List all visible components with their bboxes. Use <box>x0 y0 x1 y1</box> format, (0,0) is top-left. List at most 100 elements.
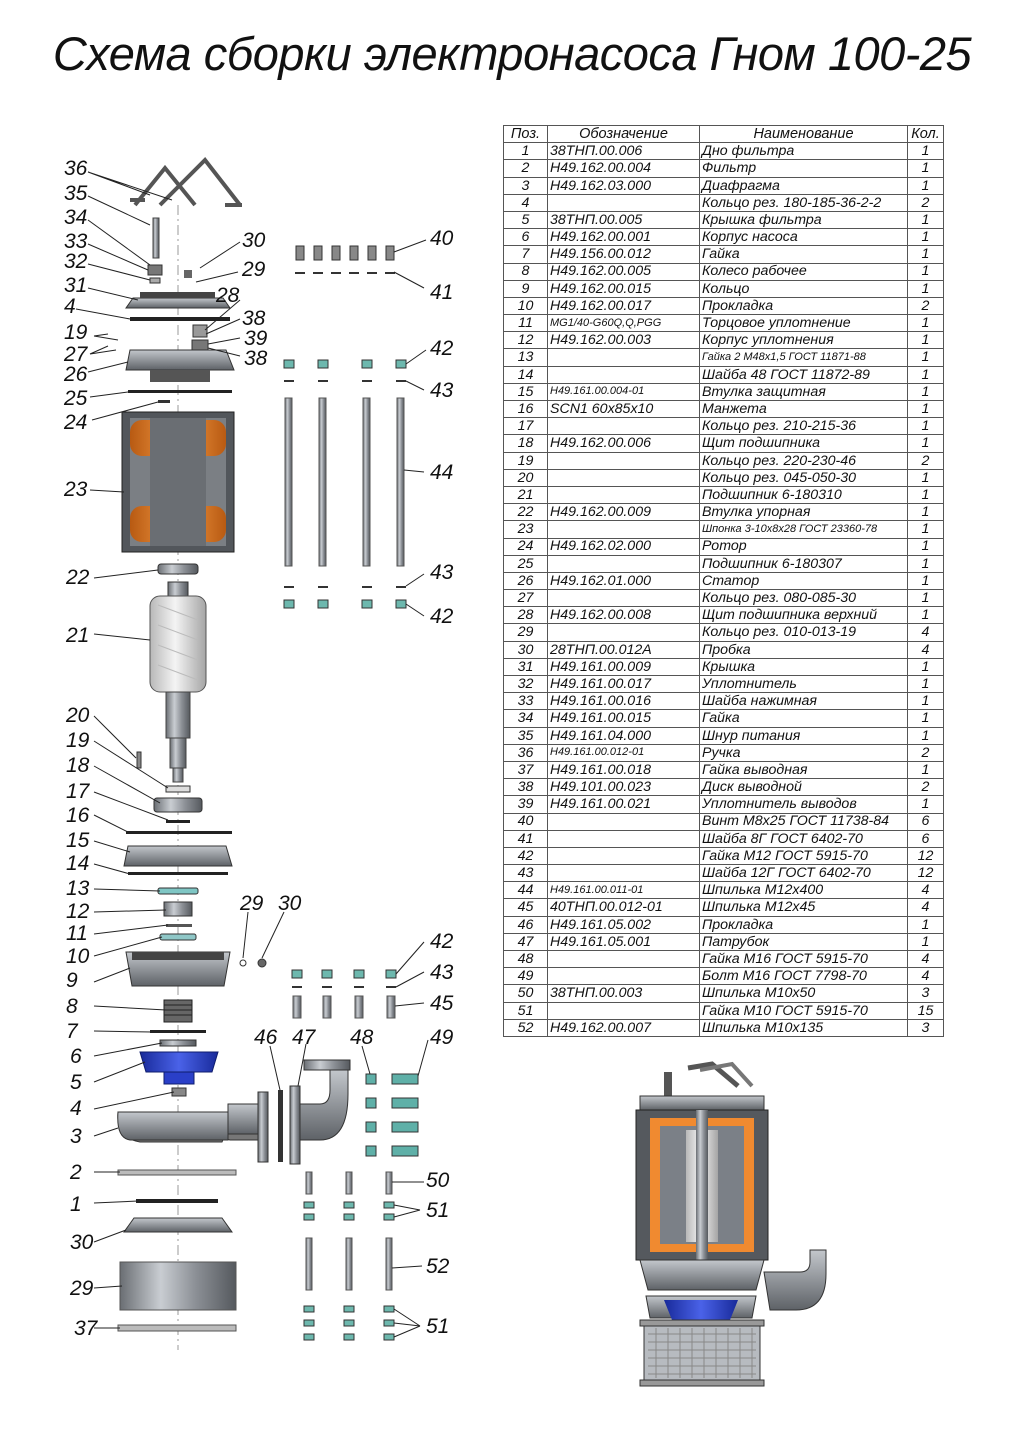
cell-name: Статор <box>699 571 908 591</box>
cell-qty: 4 <box>907 881 944 900</box>
cell-pos: 43 <box>503 864 548 883</box>
callout-4: 4 <box>64 295 76 318</box>
callout-36: 36 <box>64 157 88 180</box>
cell-designation <box>547 864 700 883</box>
bearing-part <box>157 563 199 575</box>
cell-pos: 2 <box>503 159 548 178</box>
cell-qty: 3 <box>907 1018 944 1037</box>
callout-14: 14 <box>66 852 90 875</box>
screws-m8-part <box>295 245 395 261</box>
branch-pipe-part <box>289 1059 351 1165</box>
cell-pos: 29 <box>503 623 548 642</box>
callout-1: 1 <box>70 1193 82 1216</box>
table-header-row: Поз. Обозначение Наименование Кол. <box>503 124 944 144</box>
cell-pos: 32 <box>503 674 548 694</box>
rubber-ring-part <box>130 317 230 321</box>
cell-name: Гайка М16 ГОСТ 5915-70 <box>699 949 908 969</box>
callout-4: 4 <box>70 1097 82 1120</box>
cell-qty: 1 <box>907 503 944 522</box>
filter-cover-part <box>117 1169 237 1176</box>
cell-pos: 25 <box>503 554 548 573</box>
cell-qty: 2 <box>907 778 944 797</box>
callout-48: 48 <box>350 1026 374 1049</box>
cell-qty: 1 <box>907 245 944 264</box>
cell-designation <box>547 967 700 986</box>
cell-designation: Н49.162.03.000 <box>547 176 700 195</box>
cell-name: Подшипник 6-180307 <box>699 554 908 573</box>
cell-qty: 4 <box>907 967 944 986</box>
cell-name: Втулка защитная <box>699 382 908 402</box>
cell-name: Крышка фильтра <box>699 210 908 230</box>
impeller-part <box>139 1051 219 1085</box>
gasket-part <box>150 1030 206 1033</box>
cell-pos: 40 <box>503 812 548 831</box>
cell-pos: 14 <box>503 365 548 384</box>
callout-27: 27 <box>64 343 88 366</box>
cell-name: Прокладка <box>699 296 908 316</box>
callout-42: 42 <box>430 337 454 360</box>
outlet-nut-part <box>192 324 208 338</box>
cell-name: Болт М16 ГОСТ 7798-70 <box>699 967 908 986</box>
callout-39: 39 <box>244 327 268 350</box>
rubber-ring-small-part <box>158 400 170 403</box>
callout-43: 43 <box>430 561 454 584</box>
cell-designation: Н49.101.00.023 <box>547 778 700 797</box>
bearing-shield-upper-hub <box>150 370 210 382</box>
cell-name: Корпус насоса <box>699 228 908 247</box>
callout-9: 9 <box>66 969 78 992</box>
rubber-ring-small-part <box>166 820 190 823</box>
washers-12g-mid-part <box>292 986 396 988</box>
cell-designation: 38ТНП.00.006 <box>547 142 700 161</box>
cell-name: Винт М8х25 ГОСТ 11738-84 <box>699 812 908 831</box>
callout-28: 28 <box>216 284 240 307</box>
cell-name: Гайка выводная <box>699 760 908 780</box>
callout-52: 52 <box>426 1255 450 1278</box>
cell-name: Пробка <box>699 640 908 659</box>
studs-m10x135-part <box>305 1237 393 1291</box>
cell-pos: 7 <box>503 245 548 264</box>
key-part <box>136 751 142 769</box>
cell-pos: 5 <box>503 210 548 230</box>
callout-19: 19 <box>64 321 88 344</box>
cell-qty: 2 <box>907 743 944 762</box>
callout-10: 10 <box>66 945 90 968</box>
callout-18: 18 <box>66 754 90 777</box>
cell-pos: 41 <box>503 829 548 848</box>
cell-qty: 1 <box>907 485 944 505</box>
cell-name: Ручка <box>699 743 908 762</box>
cell-qty: 1 <box>907 228 944 247</box>
washers-8g-part <box>295 272 395 274</box>
cell-qty: 1 <box>907 279 944 298</box>
studs-m12x400-part <box>284 397 405 567</box>
cell-name: Фильтр <box>699 159 908 178</box>
cell-name: Колесо рабочее <box>699 262 908 281</box>
cell-qty: 1 <box>907 554 944 573</box>
cell-pos: 42 <box>503 846 548 866</box>
cell-name: Прокладка <box>699 915 908 934</box>
washers-12g-bottom-part <box>284 586 406 588</box>
cell-qty: 6 <box>907 829 944 848</box>
cell-pos: 45 <box>503 898 548 917</box>
cell-qty: 1 <box>907 795 944 814</box>
handle-part <box>130 156 242 207</box>
cell-qty: 1 <box>907 932 944 952</box>
cell-pos: 46 <box>503 915 548 934</box>
callout-7: 7 <box>66 1020 78 1043</box>
cell-name: Кольцо рез. 045-050-30 <box>699 468 908 487</box>
cell-qty: 12 <box>907 864 944 883</box>
